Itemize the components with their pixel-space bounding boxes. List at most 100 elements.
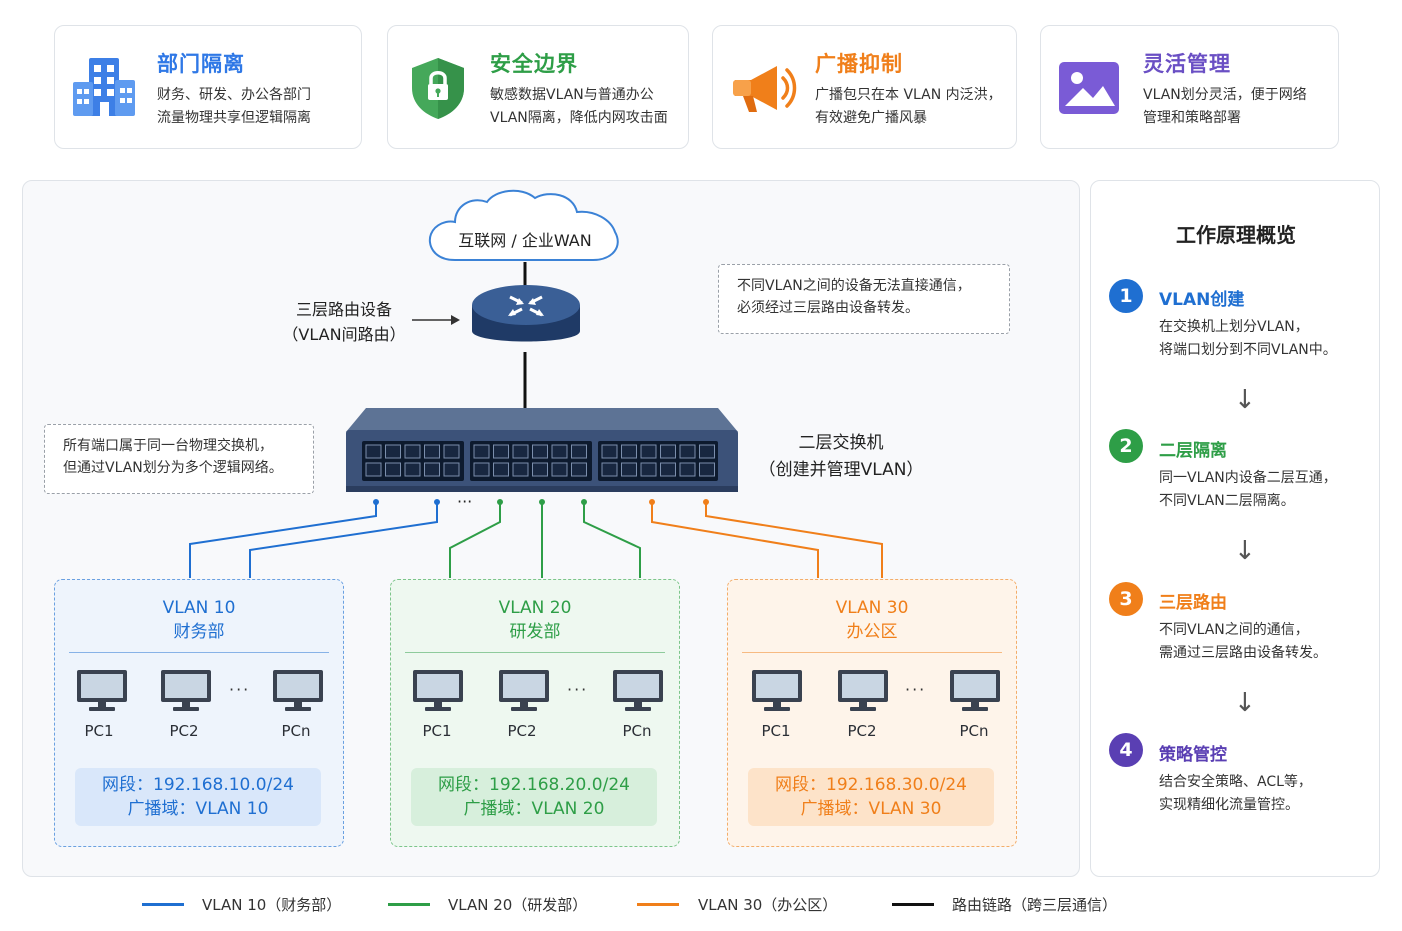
feature-card-isolation: 部门隔离 财务、研发、办公各部门 流量物理共享但逻辑隔离 [54, 25, 362, 149]
step-number: 4 [1109, 733, 1143, 767]
pc-icon [836, 668, 890, 718]
pc-ellipsis: ··· [229, 680, 251, 699]
vlan-segment: 网段：192.168.30.0/24 [775, 775, 967, 795]
vlan-dept: 办公区 [846, 622, 898, 642]
router-icon [472, 285, 580, 342]
step-number: 2 [1109, 429, 1143, 463]
step-description: 不同VLAN之间的通信， 需通过三层路由设备转发。 [1159, 622, 1327, 661]
step-description: 在交换机上划分VLAN， 将端口划分到不同VLAN中。 [1159, 319, 1337, 358]
vlan30-group: VLAN 30 办公区 ··· PC1 PC2 PCn 网段：192.168.3… [727, 579, 1017, 847]
vlan-dept: 财务部 [173, 622, 225, 642]
pc-label: PC1 [761, 722, 791, 740]
switch-port [424, 462, 440, 477]
router-note: 不同VLAN之间的设备无法直接通信， 必须经过三层路由设备转发。 [718, 264, 1010, 334]
vlan-info: 网段：192.168.10.0/24 广播域：VLAN 10 [75, 768, 321, 826]
vlan20-group: VLAN 20 研发部 ··· PC1 PC2 PCn 网段：192.168.2… [390, 579, 680, 847]
step-title: 策略管控 [1159, 745, 1227, 765]
vlan-info: 网段：192.168.20.0/24 广播域：VLAN 20 [411, 768, 657, 826]
switch-port [365, 462, 382, 477]
port-dot [539, 499, 545, 505]
switch-port [679, 444, 696, 459]
vlan-segment: 网段：192.168.20.0/24 [438, 775, 630, 795]
overview-panel: 工作原理概览 1 VLAN创建 在交换机上划分VLAN， 将端口划分到不同VLA… [1090, 180, 1380, 877]
pc-icon [159, 668, 213, 718]
switch-port [385, 462, 401, 477]
pc-icon [75, 668, 129, 718]
switch-port [443, 444, 460, 459]
card-title: 广播抑制 [815, 52, 903, 76]
switch-port [660, 462, 676, 477]
switch-port [404, 462, 421, 477]
step-description: 同一VLAN内设备二层互通， 不同VLAN二层隔离。 [1159, 470, 1337, 509]
pc-label: PCn [281, 722, 311, 740]
vlan-title: VLAN 30 [835, 598, 909, 618]
feature-card-broadcast: 广播抑制 广播包只在本 VLAN 内泛洪， 有效避免广播风暴 [712, 25, 1017, 149]
legend-label: VLAN 30（办公区） [698, 896, 838, 914]
switch-port [699, 462, 715, 477]
vlan-title: VLAN 20 [498, 598, 572, 618]
port-dot [649, 499, 655, 505]
port-ellipsis: ··· [457, 492, 473, 511]
switch-port [473, 444, 490, 459]
switch-port [621, 462, 637, 477]
switch-port [443, 462, 460, 477]
legend-label: 路由链路（跨三层通信） [952, 896, 1118, 914]
step-title: 二层隔离 [1159, 441, 1227, 461]
pc-label: PC2 [507, 722, 537, 740]
switch-label: 二层交换机 （创建并管理VLAN） [758, 433, 924, 480]
pc-icon [271, 668, 325, 718]
divider [69, 652, 329, 653]
pc-icon [497, 668, 551, 718]
switch-port [512, 462, 529, 477]
step-title: VLAN创建 [1159, 290, 1245, 310]
megaphone-icon [729, 56, 797, 120]
switch-port [512, 444, 529, 459]
legend-label: VLAN 20（研发部） [448, 896, 588, 914]
switch-port [679, 462, 696, 477]
pc-label: PCn [959, 722, 989, 740]
feature-card-management: 灵活管理 VLAN划分灵活，便于网络 管理和策略部署 [1040, 25, 1339, 149]
building-icon [71, 56, 139, 120]
vlan-broadcast: 广播域：VLAN 10 [127, 799, 269, 819]
vlan-broadcast: 广播域：VLAN 30 [800, 799, 942, 819]
switch-port [365, 444, 382, 459]
down-arrow-icon: ↓ [1234, 536, 1256, 566]
vlan-segment: 网段：192.168.10.0/24 [102, 775, 294, 795]
pc-label: PC1 [422, 722, 452, 740]
pc-ellipsis: ··· [567, 680, 589, 699]
switch-port [532, 444, 548, 459]
legend-swatch-vlan30 [637, 903, 679, 906]
port-dot [703, 499, 709, 505]
vlan30-links [651, 500, 883, 578]
pc-icon [948, 668, 1002, 718]
pc-icon [750, 668, 804, 718]
switch-port [493, 462, 509, 477]
legend-label: VLAN 10（财务部） [202, 896, 342, 914]
switch-port [473, 462, 490, 477]
switch-note: 所有端口属于同一台物理交换机， 但通过VLAN划分为多个逻辑网络。 [44, 424, 314, 494]
divider [742, 652, 1002, 653]
pc-ellipsis: ··· [905, 680, 927, 699]
divider [405, 652, 665, 653]
switch-port [493, 444, 509, 459]
step-title: 三层路由 [1159, 593, 1227, 613]
vlan10-group: VLAN 10 财务部 ··· PC1 PC2 PCn 网段：192.168.1… [54, 579, 344, 847]
legend-swatch-vlan20 [388, 903, 430, 906]
pc-icon [611, 668, 665, 718]
port-dot [497, 499, 503, 505]
switch-port [660, 444, 676, 459]
card-description: 广播包只在本 VLAN 内泛洪， 有效避免广播风暴 [815, 87, 1002, 126]
pc-icon [411, 668, 465, 718]
card-title: 部门隔离 [157, 52, 245, 76]
switch-port [601, 444, 618, 459]
pc-label: PC1 [84, 722, 114, 740]
pc-label: PC2 [169, 722, 199, 740]
card-description: VLAN划分灵活，便于网络 管理和策略部署 [1143, 87, 1307, 126]
switch-port [640, 444, 657, 459]
switch-port [551, 462, 568, 477]
step-description: 结合安全策略、ACL等， 实现精细化流量管控。 [1159, 774, 1312, 813]
switch-port [404, 444, 421, 459]
switch-port [551, 444, 568, 459]
step-number: 1 [1109, 279, 1143, 313]
